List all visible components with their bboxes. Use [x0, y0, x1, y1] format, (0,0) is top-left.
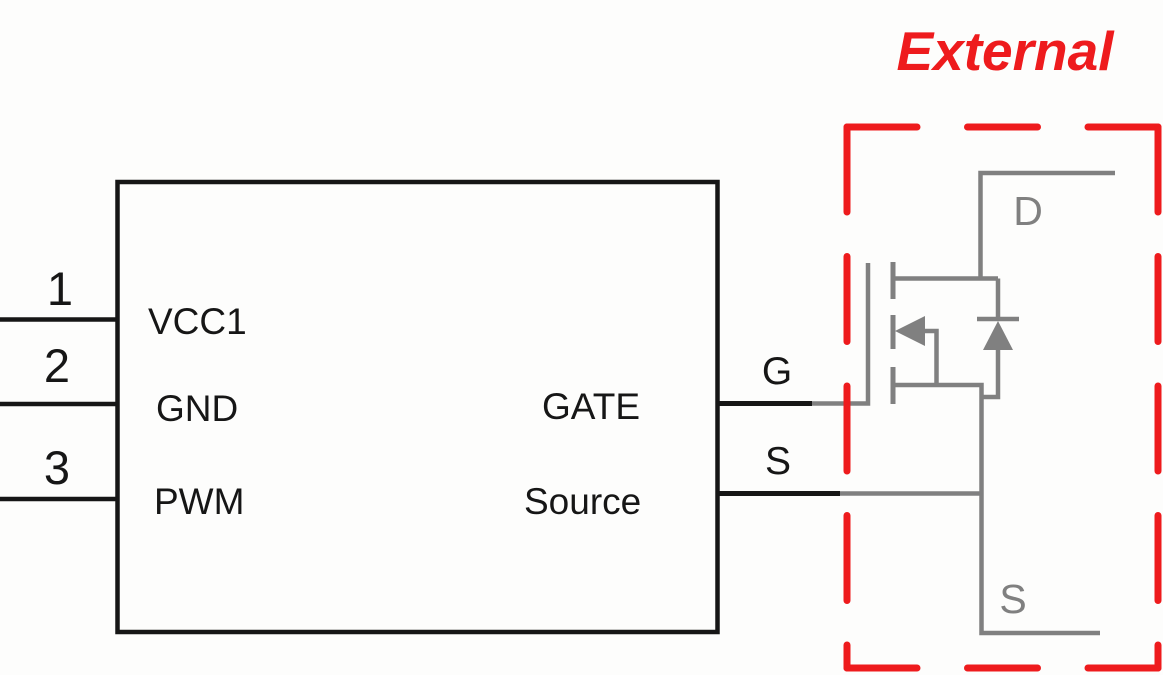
- mosfet-body-diode-anode: [983, 321, 1013, 350]
- pin-1-number: 1: [47, 262, 73, 315]
- mosfet-body-arrow-lead: [922, 328, 939, 385]
- ic-label-gnd: GND: [156, 388, 238, 429]
- external-dashed-box: [843, 123, 1162, 672]
- ic-label-vcc1: VCC1: [148, 301, 247, 342]
- gate-terminal-label: G: [762, 350, 792, 393]
- pin-3-number: 3: [44, 441, 70, 494]
- ic-block: 1 2 3 VCC1 GND PWM GATE Source: [0, 179, 720, 635]
- mosfet-drain-lead: [893, 170, 1115, 281]
- ic-label-pwm: PWM: [154, 481, 244, 522]
- ic-label-gate: GATE: [542, 386, 640, 427]
- mosfet-gate-electrode: [812, 263, 871, 406]
- ic-body: [115, 179, 720, 635]
- mosfet-symbol: D S: [812, 170, 1115, 636]
- pin-2-number: 2: [44, 339, 70, 392]
- ic-label-source: Source: [524, 481, 641, 522]
- source-terminal-label: S: [765, 440, 791, 483]
- mosfet-body-diode-lead: [981, 278, 1001, 400]
- mosfet-source-lead: [840, 382, 1100, 636]
- output-wires: G S: [718, 350, 840, 496]
- mosfet-source-label: S: [999, 576, 1026, 622]
- drain-label: D: [1013, 188, 1043, 234]
- external-title: External: [896, 20, 1115, 82]
- mosfet-body-arrow: [895, 316, 925, 346]
